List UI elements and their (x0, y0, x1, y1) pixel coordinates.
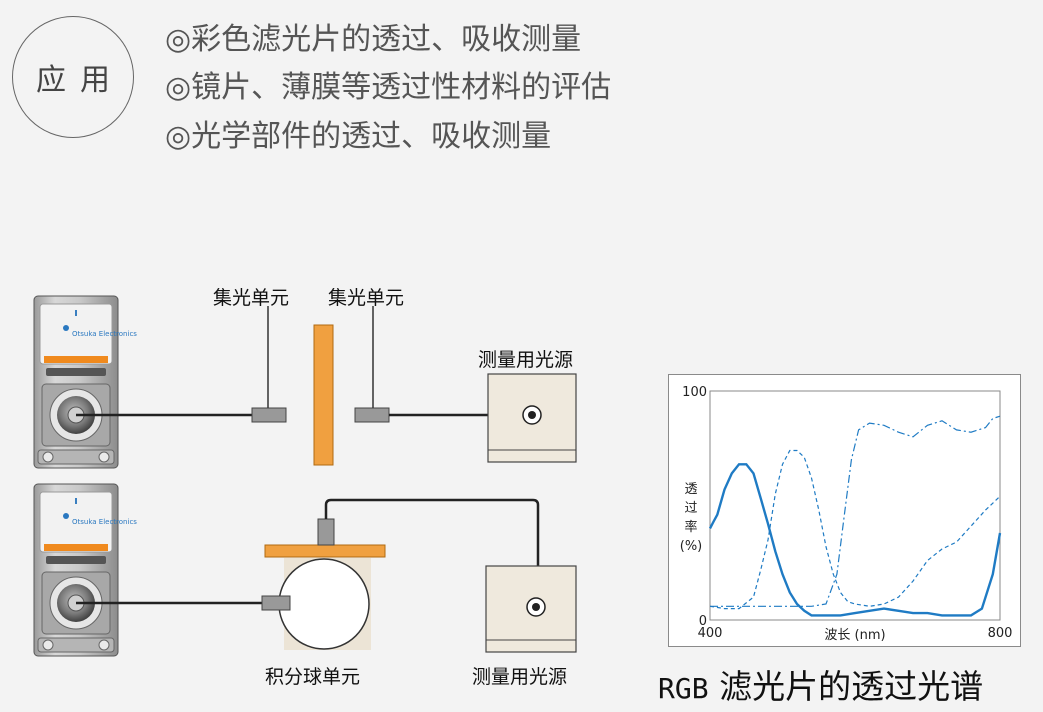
spectrometer-device (33, 295, 119, 469)
series-line-solid (708, 463, 1002, 617)
light-source-label-bottom: 测量用光源 (472, 666, 568, 688)
y-tick-label: 0 (699, 614, 707, 629)
integrating-sphere (278, 558, 370, 650)
application-badge: 应用 (12, 16, 134, 138)
y-axis-label: 透过率(%) (680, 482, 703, 554)
transmission-spectrum-chart: 400 800 0 100 透过率(%) 波长 (nm) (680, 385, 1013, 643)
integrating-sphere-label: 积分球单元 (265, 666, 361, 688)
caption-rgb: RGB (658, 672, 709, 705)
condenser-unit (317, 518, 335, 546)
y-tick-label: 100 (682, 385, 707, 400)
sphere-port (261, 595, 291, 611)
x-axis-label: 波长 (nm) (824, 628, 885, 643)
sample-plate (264, 544, 386, 558)
optical-fiber (324, 498, 540, 604)
sample-filter (313, 324, 334, 466)
condenser-label-left: 集光单元 (213, 287, 290, 309)
series-line-dashed (709, 449, 1001, 610)
plot-area (709, 390, 1001, 621)
device-brand-label: Otsuka Electronics (72, 330, 137, 338)
application-item: ◎镜片、薄膜等透过性材料的评估 (165, 70, 612, 105)
chart-caption: RGB 滤光片的透过光谱 (658, 660, 983, 708)
spectrometer-device (33, 483, 119, 657)
light-source-label-top: 测量用光源 (478, 349, 574, 371)
series-line-dashdot (710, 415, 1001, 607)
condenser-label-right: 集光单元 (328, 287, 405, 309)
application-item: ◎光学部件的透过、吸收测量 (165, 119, 552, 154)
condenser-unit-left (251, 407, 287, 423)
caption-text: 滤光片的透过光谱 (719, 667, 984, 706)
x-tick-label: 400 (698, 626, 723, 641)
x-tick-label: 800 (988, 626, 1013, 641)
application-item: ◎彩色滤光片的透过、吸收测量 (165, 22, 582, 57)
spectrum-chart-panel: 400 800 0 100 透过率(%) 波长 (nm) (668, 374, 1021, 647)
condenser-unit-right (354, 407, 390, 423)
device-brand-label: Otsuka Electronics (72, 518, 137, 526)
